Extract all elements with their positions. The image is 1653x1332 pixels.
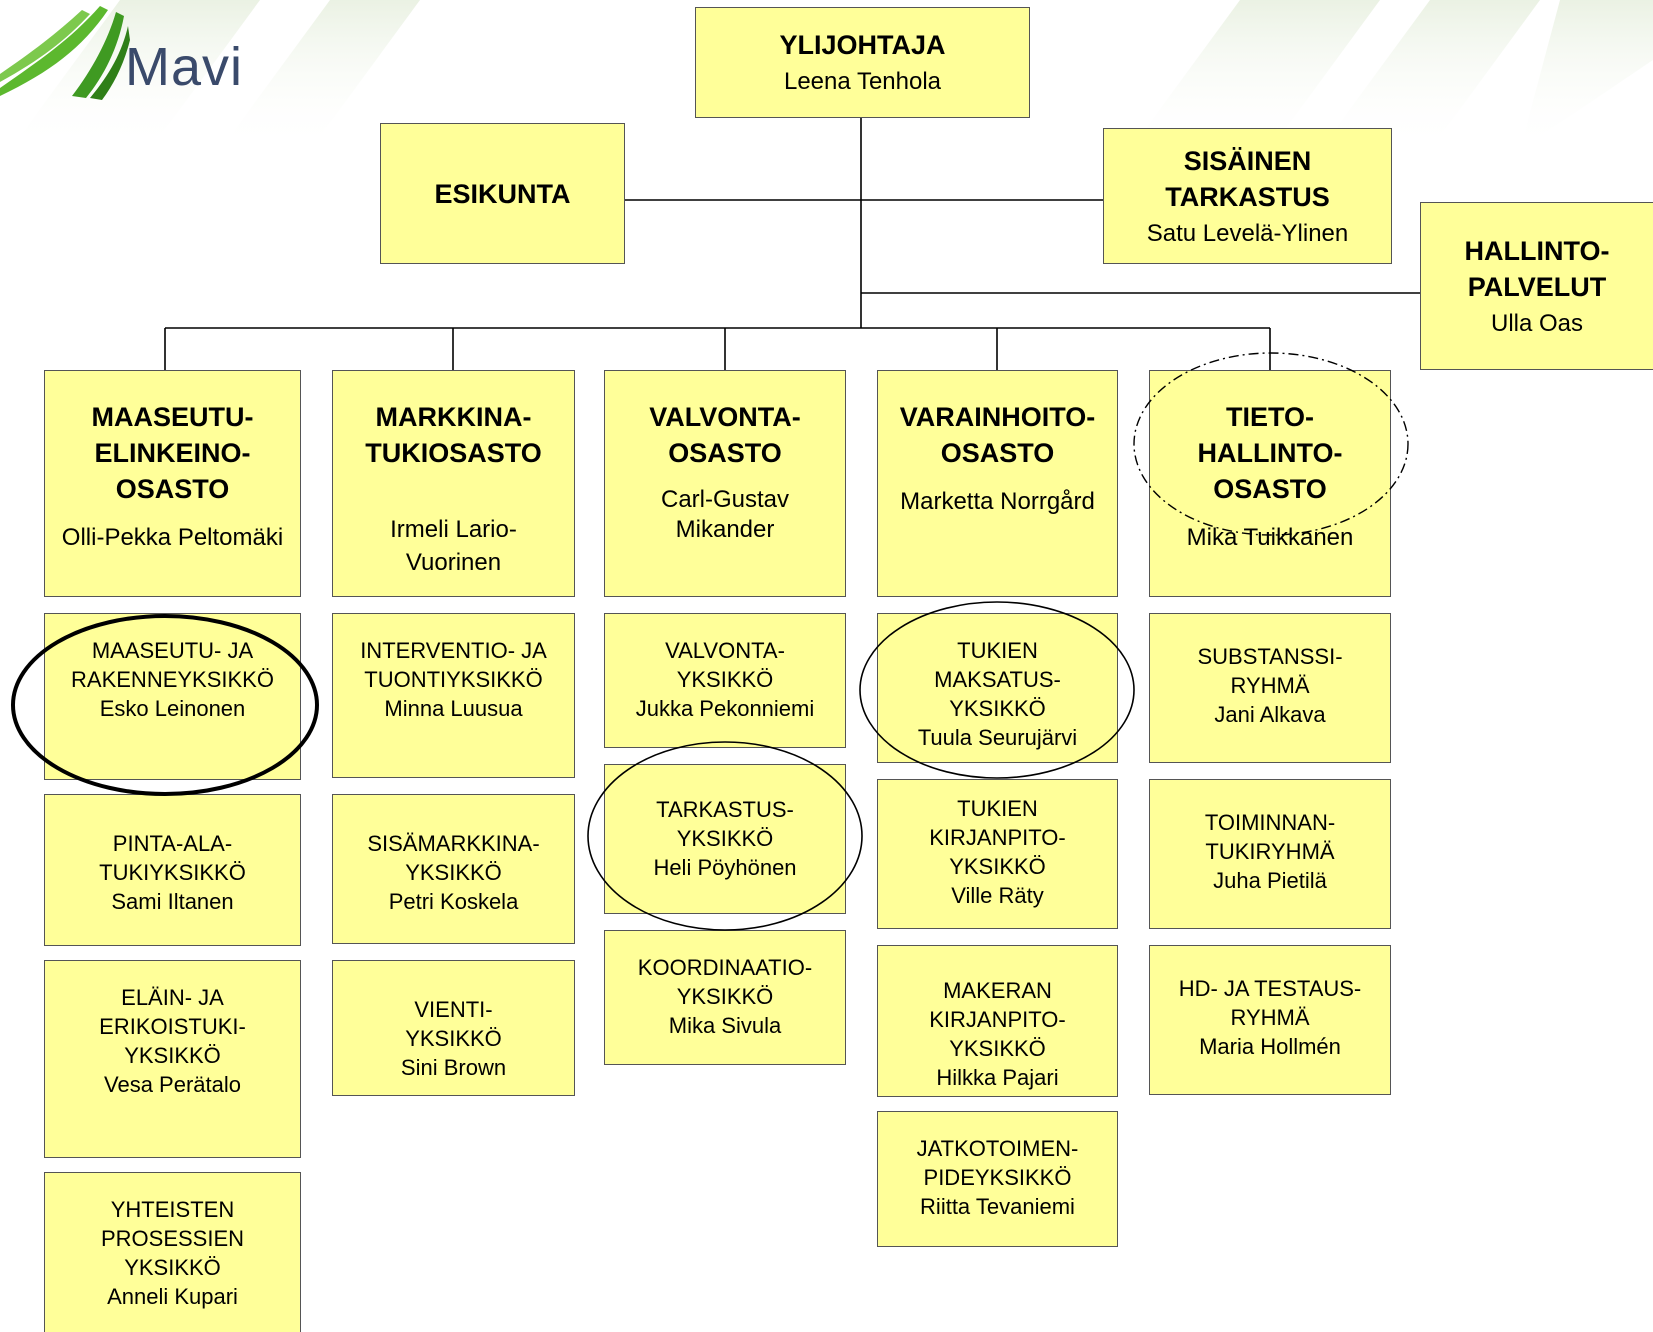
director-box: YLIJOHTAJA Leena Tenhola — [695, 7, 1030, 118]
unit-title: KOORDINAATIO- YKSIKKÖ — [637, 955, 813, 1009]
unit-head: Heli Pöyhönen — [653, 855, 797, 880]
unit-box: TOIMINNAN- TUKIRYHMÄ Juha Pietilä — [1149, 779, 1391, 929]
audit-title: SISÄINEN TARKASTUS — [1165, 145, 1330, 212]
unit-head: Sini Brown — [400, 1055, 507, 1080]
unit-head: Jukka Pekonniemi — [635, 696, 815, 721]
unit-box: TARKASTUS- YKSIKKÖ Heli Pöyhönen — [604, 764, 846, 914]
unit-title: YHTEISTEN PROSESSIEN YKSIKKÖ — [100, 1197, 245, 1280]
unit-title: ELÄIN- JA ERIKOISTUKI- YKSIKKÖ — [99, 985, 246, 1068]
unit-head: Petri Koskela — [388, 889, 519, 914]
audit-box: SISÄINEN TARKASTUS Satu Levelä-Ylinen — [1103, 128, 1392, 264]
department-head: Marketta Norrgård — [900, 488, 1095, 515]
unit-title: PINTA-ALA- TUKIYKSIKKÖ — [99, 831, 246, 885]
audit-person: Satu Levelä-Ylinen — [1146, 219, 1349, 247]
unit-head: Vesa Perätalo — [104, 1072, 241, 1097]
unit-title: TUKIEN MAKSATUS- YKSIKKÖ — [934, 638, 1061, 721]
unit-head: Tuula Seurujärvi — [917, 725, 1078, 750]
esikunta-box: ESIKUNTA — [380, 123, 625, 264]
unit-box: MAASEUTU- JA RAKENNEYKSIKKÖ Esko Leinone… — [44, 613, 301, 780]
department-title: MARKKINA- TUKIOSASTO — [365, 402, 542, 468]
unit-box: SUBSTANSSI- RYHMÄ Jani Alkava — [1149, 613, 1391, 763]
unit-title: VALVONTA- YKSIKKÖ — [665, 638, 785, 692]
unit-box: PINTA-ALA- TUKIYKSIKKÖ Sami Iltanen — [44, 794, 301, 946]
unit-box: KOORDINAATIO- YKSIKKÖ Mika Sivula — [604, 930, 846, 1065]
department-head: Olli-Pekka Peltomäki — [61, 524, 284, 551]
unit-head: Riitta Tevaniemi — [920, 1194, 1075, 1219]
unit-title: MAKERAN KIRJANPITO- YKSIKKÖ — [929, 978, 1066, 1061]
department-title: TIETO- HALLINTO- OSASTO — [1197, 402, 1343, 504]
unit-title: SISÄMARKKINA- YKSIKKÖ — [367, 831, 540, 885]
department-box: VALVONTA- OSASTO Carl-Gustav Mikander — [604, 370, 846, 597]
unit-head: Anneli Kupari — [107, 1284, 238, 1309]
esikunta-title: ESIKUNTA — [434, 178, 571, 209]
unit-title: HD- JA TESTAUS- RYHMÄ — [1178, 976, 1362, 1030]
unit-head: Sami Iltanen — [111, 889, 234, 914]
department-box: TIETO- HALLINTO- OSASTO Mika Tuikkanen — [1149, 370, 1391, 597]
unit-title: INTERVENTIO- JA TUONTIYKSIKKÖ — [360, 638, 547, 692]
unit-title: MAASEUTU- JA RAKENNEYKSIKKÖ — [71, 638, 274, 692]
director-title: YLIJOHTAJA — [779, 30, 946, 60]
department-head: Irmeli Lario- Vuorinen — [390, 516, 517, 576]
unit-title: TARKASTUS- YKSIKKÖ — [656, 797, 794, 851]
admin-person: Ulla Oas — [1490, 309, 1584, 337]
department-title: VARAINHOITO- OSASTO — [899, 402, 1096, 468]
department-title: VALVONTA- OSASTO — [649, 402, 801, 468]
unit-box: YHTEISTEN PROSESSIEN YKSIKKÖ Anneli Kupa… — [44, 1172, 301, 1332]
unit-box: TUKIEN KIRJANPITO- YKSIKKÖ Ville Räty — [877, 779, 1118, 929]
unit-box: SISÄMARKKINA- YKSIKKÖ Petri Koskela — [332, 794, 575, 944]
director-person: Leena Tenhola — [783, 68, 942, 95]
unit-box: ELÄIN- JA ERIKOISTUKI- YKSIKKÖ Vesa Perä… — [44, 960, 301, 1158]
department-title: MAASEUTU- ELINKEINO- OSASTO — [91, 402, 254, 504]
unit-head: Esko Leinonen — [99, 696, 246, 721]
unit-head: Mika Sivula — [668, 1013, 782, 1038]
unit-head: Juha Pietilä — [1213, 868, 1327, 893]
unit-title: TUKIEN KIRJANPITO- YKSIKKÖ — [929, 796, 1066, 879]
mavi-logo: Mavi — [0, 0, 270, 105]
unit-head: Maria Hollmén — [1199, 1034, 1341, 1059]
department-box: VARAINHOITO- OSASTO Marketta Norrgård — [877, 370, 1118, 597]
unit-head: Hilkka Pajari — [936, 1065, 1059, 1090]
unit-title: JATKOTOIMEN- PIDEYKSIKKÖ — [916, 1136, 1079, 1190]
unit-box: HD- JA TESTAUS- RYHMÄ Maria Hollmén — [1149, 945, 1391, 1095]
department-head: Carl-Gustav Mikander — [660, 486, 790, 543]
unit-head: Jani Alkava — [1214, 702, 1326, 727]
unit-box: JATKOTOIMEN- PIDEYKSIKKÖ Riitta Tevaniem… — [877, 1111, 1118, 1247]
logo-swoosh-icon — [0, 6, 130, 100]
unit-title: TOIMINNAN- TUKIRYHMÄ — [1204, 810, 1336, 864]
department-head: Mika Tuikkanen — [1186, 524, 1354, 551]
admin-box: HALLINTO- PALVELUT Ulla Oas — [1420, 202, 1653, 370]
unit-box: INTERVENTIO- JA TUONTIYKSIKKÖ Minna Luus… — [332, 613, 575, 778]
unit-box: VIENTI- YKSIKKÖ Sini Brown — [332, 960, 575, 1096]
unit-head: Minna Luusua — [384, 696, 523, 721]
unit-head: Ville Räty — [951, 883, 1044, 908]
unit-box: MAKERAN KIRJANPITO- YKSIKKÖ Hilkka Pajar… — [877, 945, 1118, 1097]
logo-text: Mavi — [125, 37, 244, 97]
unit-box: VALVONTA- YKSIKKÖ Jukka Pekonniemi — [604, 613, 846, 748]
unit-title: SUBSTANSSI- RYHMÄ — [1197, 644, 1343, 698]
department-box: MAASEUTU- ELINKEINO- OSASTO Olli-Pekka P… — [44, 370, 301, 597]
unit-title: VIENTI- YKSIKKÖ — [405, 997, 502, 1051]
department-box: MARKKINA- TUKIOSASTO Irmeli Lario- Vuori… — [332, 370, 575, 597]
admin-title: HALLINTO- PALVELUT — [1464, 235, 1610, 302]
unit-box: TUKIEN MAKSATUS- YKSIKKÖ Tuula Seurujärv… — [877, 613, 1118, 763]
